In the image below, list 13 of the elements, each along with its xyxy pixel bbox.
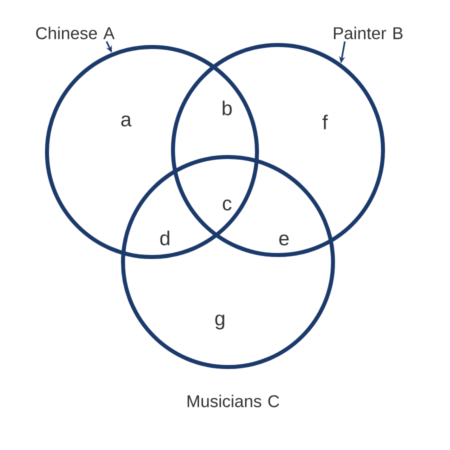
region-letter: f [322, 114, 328, 130]
set-label: Musicians C [188, 394, 280, 408]
set-circle [45, 45, 259, 259]
set-label: Chinese A [36, 26, 115, 40]
region-letter: e [279, 234, 289, 246]
set-circle [121, 155, 335, 369]
set-circle [171, 43, 385, 257]
region-letter: a [121, 116, 132, 126]
set-label: Painter B [334, 26, 403, 40]
region-letter: b [222, 100, 232, 116]
region-letter: g [215, 314, 224, 330]
region-letter: c [222, 200, 232, 210]
region-letter: d [160, 230, 170, 246]
